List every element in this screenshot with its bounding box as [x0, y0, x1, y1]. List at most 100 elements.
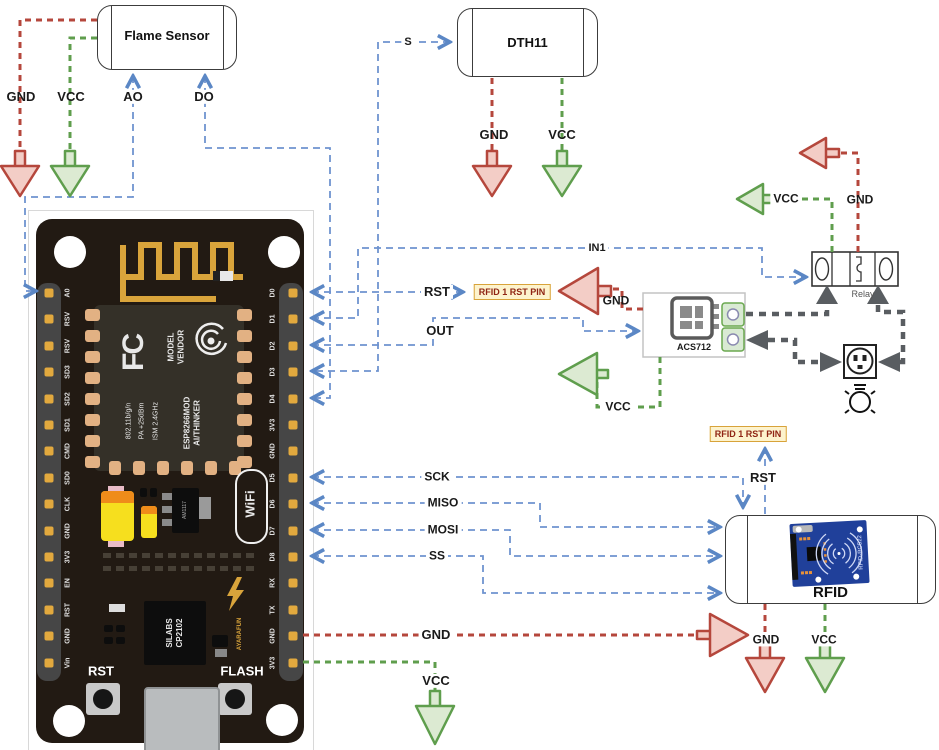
- load-arrow-socket-left: [820, 352, 842, 372]
- wifi-logo: WiFi: [235, 469, 268, 544]
- pin-label-right-GND-6: GND: [269, 443, 277, 459]
- acs712-vcc-label: VCC: [602, 400, 634, 414]
- pin-label-left-Vin-14: Vin: [64, 657, 72, 669]
- solder-pad: [233, 566, 241, 571]
- acs712-terminals: [721, 302, 745, 352]
- pin-label-right-D6-8: D6: [269, 499, 277, 509]
- pin-left-SD1-5: [44, 420, 54, 430]
- rfid-box: RFID: [725, 515, 936, 604]
- rfid-gnd-label: GND: [749, 633, 783, 647]
- rfid-rst-label: RST: [747, 470, 779, 486]
- wire-spi-mosi: [312, 530, 720, 556]
- pin-left-RSV-2: [44, 341, 54, 351]
- pin-label-left-RSV-1: RSV: [64, 311, 72, 327]
- module-pad: [237, 414, 252, 426]
- pin-label-right-D3-3: D3: [269, 367, 277, 377]
- pin-label-left-3V3-10: 3V3: [64, 550, 72, 564]
- pin-left-3V3-10: [44, 552, 54, 562]
- solder-pad: [129, 566, 137, 571]
- pin-right-D0-0: [288, 288, 298, 298]
- board-gnd-label: GND: [418, 627, 454, 643]
- pin-label-right-3V3-14: 3V3: [269, 656, 277, 670]
- module-pad: [85, 309, 100, 321]
- solder-pad: [103, 553, 111, 558]
- rst-button[interactable]: [86, 683, 120, 715]
- mount-hole-icon: [53, 705, 85, 737]
- wifi-antenna-icon: [120, 242, 243, 302]
- pin-right-D8-10: [288, 552, 298, 562]
- vcc-arrow-acs712: [557, 351, 610, 397]
- pin-right-D6-8: [288, 499, 298, 509]
- flame-sensor-box: Flame Sensor: [97, 5, 237, 70]
- solder-pad: [246, 566, 254, 571]
- module-pad: [85, 351, 100, 363]
- spi-ss-label: SS: [425, 549, 449, 563]
- wire-relay-in1: [312, 247, 806, 318]
- solder-pad: [194, 566, 202, 571]
- rfid-vcc-label: VCC: [808, 633, 840, 647]
- dth11-title: DTH11: [507, 35, 548, 50]
- pin-label-left-SD3-3: SD3: [64, 365, 72, 379]
- pin-right-GND-6: [288, 446, 298, 456]
- relay-in1-label: IN1: [585, 241, 609, 255]
- pin-right-3V3-14: [288, 658, 298, 668]
- solder-pad: [233, 553, 241, 558]
- pin-right-GND-13: [288, 631, 298, 641]
- module-pad: [157, 461, 169, 475]
- regulator-am1117: AM1117: [172, 488, 199, 533]
- pin-label-left-GND-9: GND: [64, 523, 72, 539]
- smd-led-icon: [213, 271, 233, 281]
- smd-pad: [116, 637, 125, 644]
- dth11-box: DTH11: [457, 8, 598, 77]
- relay-vcc-label: VCC: [770, 192, 802, 206]
- rfid-antenna-icon: [789, 524, 863, 583]
- aithinker-swirl-icon: [195, 322, 228, 356]
- wire-dth11-s: [312, 42, 450, 371]
- vendor-text: AYARAFUN: [237, 617, 243, 651]
- gnd-arrow-flame: [0, 149, 41, 198]
- pin-label-right-D8-10: D8: [269, 552, 277, 562]
- capacitor-small-icon: [141, 506, 157, 538]
- pin-label-left-EN-11: EN: [64, 578, 72, 588]
- module-pad: [85, 456, 100, 468]
- solder-pad: [181, 553, 189, 558]
- pin-left-Vin-14: [44, 658, 54, 668]
- pin-label-right-D1-1: D1: [269, 314, 277, 324]
- pin-left-SD2-4: [44, 394, 54, 404]
- pin-left-CLK-8: [44, 499, 54, 509]
- pin-label-left-CMD-6: CMD: [64, 443, 72, 459]
- pin-right-RX-11: [288, 578, 298, 588]
- module-pad: [237, 435, 252, 447]
- module-pad: [133, 461, 145, 475]
- pin-right-D5-7: [288, 473, 298, 483]
- solder-pad: [246, 553, 254, 558]
- smd-pad: [116, 625, 125, 632]
- pin-label-left-RSV-2: RSV: [64, 338, 72, 354]
- module-pad: [85, 393, 100, 405]
- solder-pad: [116, 553, 124, 558]
- wire-spi-ss: [312, 556, 720, 593]
- pin-label-right-D7-9: D7: [269, 526, 277, 536]
- smd-pad: [140, 488, 147, 497]
- solder-pad: [168, 566, 176, 571]
- dth11-vcc-label: VCC: [548, 126, 576, 142]
- smd-pad: [215, 649, 227, 657]
- flame-ao-label: AO: [120, 89, 146, 105]
- solder-pad: [129, 553, 137, 558]
- pin-label-right-D5-7: D5: [269, 473, 277, 483]
- rfid-title: RFID: [813, 584, 848, 601]
- smd-pad: [104, 637, 113, 644]
- flash-button[interactable]: [218, 683, 252, 715]
- wire-relay-vcc: [764, 197, 834, 252]
- rfid1-rst-pin-badge-1: RFID 1 RST PIN: [473, 284, 551, 300]
- pin-right-TX-12: [288, 605, 298, 615]
- spi-sck-label: SCK: [421, 470, 453, 484]
- module-pad: [205, 461, 217, 475]
- dth11-signal-label: S: [401, 35, 415, 49]
- flash-button-label: FLASH: [220, 663, 264, 679]
- usb-chip-brand: SILABS: [165, 618, 174, 648]
- smd-pad: [109, 604, 125, 612]
- usb-chip-part: CP2102: [175, 618, 184, 648]
